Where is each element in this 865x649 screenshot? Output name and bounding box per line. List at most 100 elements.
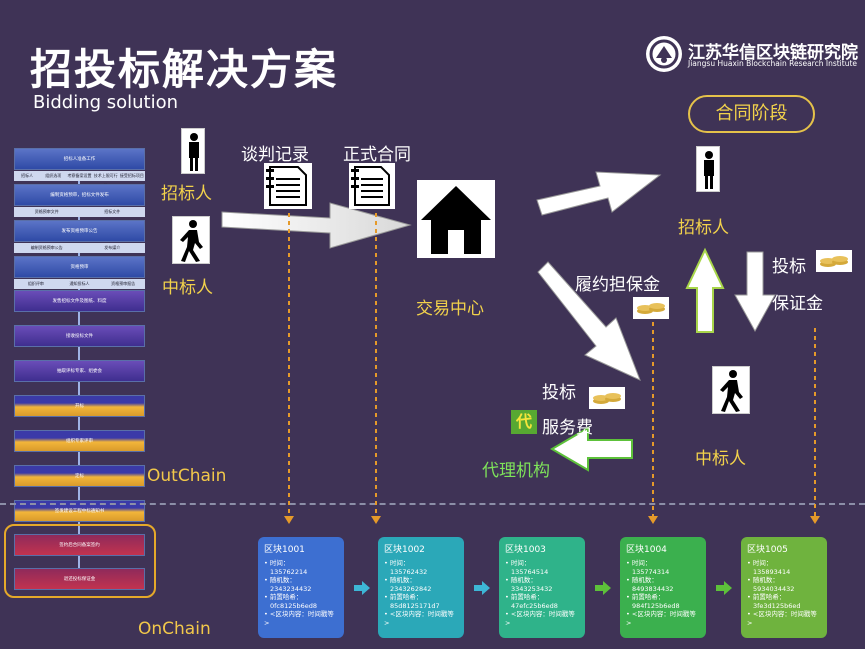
arrow-exchange-to-bid (537, 261, 641, 381)
block-title: 区块1001 (264, 545, 305, 555)
block-card: 区块1003• 时间：135764514• 随机数：3343253432• 前置… (499, 537, 585, 638)
block-time: 135893414 (753, 567, 791, 576)
bidder-person-icon (181, 128, 205, 174)
flowchart-step: 发售招标文件及图纸、料度 (14, 290, 145, 312)
block-card: 区块1004• 时间：135774314• 随机数：8493834432• 前置… (620, 537, 706, 638)
coins-icon (816, 250, 852, 272)
flowchart-substep: 组织评审 (27, 281, 44, 286)
block-nonce: 3343253432 (511, 584, 553, 593)
logo-emblem-icon (646, 36, 682, 72)
page-subtitle: Bidding solution (33, 92, 179, 113)
house-icon (417, 180, 495, 258)
chain-arrow-icon (595, 580, 611, 595)
flowchart-step: 签约后合同备案签约 (14, 534, 145, 556)
flowchart-connector (78, 312, 80, 325)
block-content-label: • <区块内容：时间戳等> (626, 610, 696, 627)
block-prev-label: • 前置哈希： (384, 593, 423, 601)
block-prev-label: • 前置哈希： (505, 593, 544, 601)
block-card: 区块1005• 时间：135893414• 随机数：5934034432• 前置… (741, 537, 827, 638)
flowchart-substep: 资格预审报告 (111, 281, 136, 286)
flowchart-connector (78, 452, 80, 465)
block-nonce: 5934034432 (753, 584, 795, 593)
flowchart-substep: 通知投标人 (69, 281, 90, 286)
page-title: 招投标解决方案 (30, 45, 339, 94)
block-nonce-label: • 随机数： (505, 576, 537, 584)
block-card: 区块1002• 时间：135762432• 随机数：2343262842• 前置… (378, 537, 464, 638)
winner-walking-icon (172, 216, 210, 264)
chain-arrow-icon (354, 580, 370, 595)
winner-label-left: 中标人 (162, 278, 213, 298)
flowchart-step: 退还投标保证金 (14, 568, 145, 590)
block-title: 区块1004 (626, 545, 667, 555)
block-prev: 3fe3d125b6ed (753, 601, 801, 610)
winner-label-right: 中标人 (695, 449, 746, 469)
exchange-label: 交易中心 (416, 299, 484, 319)
contract-stage-highlight (4, 524, 156, 598)
block-title: 区块1005 (747, 545, 788, 555)
flowchart-substeps: 资格预审文件 招标文件 (14, 207, 145, 217)
flowchart-connector (78, 417, 80, 430)
block-time: 135764514 (511, 567, 549, 576)
chain-arrow-icon (716, 580, 732, 595)
block-time-label: • 时间： (264, 559, 290, 567)
flowchart-connector (78, 487, 80, 500)
block-prev: 984f125b6ed8 (632, 601, 680, 610)
agent-label: 代理机构 (482, 461, 550, 481)
flowchart-substep: 接受招标项目 (119, 173, 144, 178)
block-time: 135774314 (632, 567, 670, 576)
agent-badge: 代 (511, 410, 537, 434)
flowchart-step: 招标人准备工作 (14, 148, 145, 170)
block-nonce: 2343262842 (390, 584, 432, 593)
flowchart-step: 定标 (14, 465, 145, 487)
block-card: 区块1001• 时间：135762214• 随机数：2343234432• 前置… (258, 537, 344, 638)
flowchart-step: 接收投标文件 (14, 325, 145, 347)
block-nonce-label: • 随机数： (264, 576, 296, 584)
flowchart-step: 组织专家评审 (14, 430, 145, 452)
flowchart-step: 编制资格预审，招标文件发布 (14, 184, 145, 206)
flowchart-step: 发布资格预审公告 (14, 220, 145, 242)
block-prev-label: • 前置哈希： (747, 593, 786, 601)
block-content-label: • <区块内容：时间戳等> (264, 610, 334, 627)
service-fee-label: 服务费 (542, 418, 593, 438)
negotiation-document-icon (264, 163, 312, 209)
block-content-label: • <区块内容：时间戳等> (384, 610, 454, 627)
block-content-label: • <区块内容：时间戳等> (747, 610, 817, 627)
bidder-right-person-icon (696, 146, 720, 192)
performance-bond-label: 履约担保金 (575, 275, 660, 295)
flowchart-substep: 资格预审文件 (34, 209, 59, 214)
arrow-down (734, 251, 776, 333)
logo-name-en: Jiangsu Huaxin Blockchain Research Insti… (688, 59, 858, 68)
coins-icon (633, 297, 669, 319)
block-time-label: • 时间： (747, 559, 773, 567)
flowchart-connector (78, 181, 80, 184)
outchain-label: OutChain (147, 466, 227, 486)
block-prev-label: • 前置哈希： (626, 593, 665, 601)
flowchart-substep: 招标文件 (104, 209, 121, 214)
flowchart-connector (78, 556, 80, 568)
block-nonce: 8493834432 (632, 584, 674, 593)
chain-divider (0, 503, 865, 505)
block-nonce-label: • 随机数： (626, 576, 658, 584)
coins-icon (589, 387, 625, 409)
flowchart-substep: 组织选项 (45, 173, 62, 178)
block-nonce-label: • 随机数： (384, 576, 416, 584)
flowchart-substeps: 编制资格预审公告发布媒介 (14, 243, 145, 253)
block-prev: 0fc8125b6ed8 (270, 601, 318, 610)
block-title: 区块1002 (384, 545, 425, 555)
flowchart-step: 签发建设工程中标通知书 (14, 500, 145, 522)
arrow-up-green (685, 247, 725, 333)
block-prev-label: • 前置哈希： (264, 593, 303, 601)
flowchart-substep: 考察备案设置 (67, 173, 92, 178)
flowchart-connector (78, 522, 80, 534)
flowchart-connector (78, 382, 80, 395)
arrow-to-bidder-right (536, 171, 662, 216)
onchain-label: OnChain (138, 619, 211, 639)
stage-badge: 合同阶段 (688, 95, 815, 133)
bid-label: 投标 (542, 383, 576, 403)
flowchart-step: 开标 (14, 395, 145, 417)
flowchart-substeps: 组织评审 通知投标人 资格预审报告 (14, 279, 145, 289)
arrow-to-exchange (221, 202, 412, 249)
negotiation-label: 谈判记录 (241, 145, 309, 165)
bidder-label-left: 招标人 (161, 184, 212, 204)
